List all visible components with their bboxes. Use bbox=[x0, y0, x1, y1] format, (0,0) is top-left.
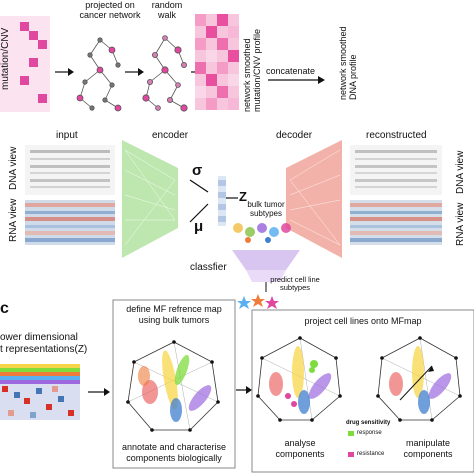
rna-view-left-label: RNA view bbox=[8, 198, 19, 242]
mutation-cnv-label: mutation/CNV bbox=[0, 27, 11, 90]
reconstructed-dna-heatmap bbox=[350, 145, 442, 195]
reference-map-panel bbox=[112, 299, 236, 469]
analyse-map bbox=[256, 336, 342, 422]
decoder-label: decoder bbox=[276, 130, 313, 141]
legend-label-response: response bbox=[357, 430, 382, 436]
sigma-symbol: σ bbox=[192, 162, 203, 179]
input-rna-heatmap bbox=[25, 200, 115, 245]
latent-representation-heatmap bbox=[0, 364, 80, 420]
dna-view-left-label: DNA view bbox=[8, 146, 19, 190]
annotate-label: annotate and characterise components bio… bbox=[121, 442, 227, 463]
dna-view-right-label: DNA view bbox=[455, 150, 466, 194]
input-dna-heatmap bbox=[25, 145, 115, 195]
legend-label-resistance: resistance bbox=[357, 451, 385, 457]
legend-title: drug sensitivity bbox=[346, 420, 391, 426]
latent-z-column bbox=[218, 176, 226, 226]
bulk-tumor-subtypes-label: bulk tumor subtypes bbox=[247, 200, 285, 218]
random-walk-label: random walk bbox=[151, 0, 183, 20]
cell-line-stars bbox=[237, 294, 279, 309]
mutation-matrix bbox=[0, 16, 50, 112]
concatenate-label: concatenate bbox=[266, 66, 316, 76]
analyse-label: analyse components bbox=[275, 438, 325, 459]
smoothed-profile-matrix bbox=[195, 14, 239, 110]
dna-profile-label: network smoothed DNA profile bbox=[338, 26, 358, 100]
arrow-to-map bbox=[88, 388, 110, 396]
legend-swatch-resistance bbox=[348, 452, 354, 457]
encoder-network bbox=[122, 140, 178, 258]
encoder-label: encoder bbox=[152, 130, 189, 141]
arrow-to-projection bbox=[236, 386, 252, 394]
predict-cell-line-label: predict cell line subtypes bbox=[270, 275, 320, 292]
mu-symbol: μ bbox=[194, 218, 204, 235]
decoder-network bbox=[286, 140, 342, 258]
project-label: project cell lines onto MFmap bbox=[304, 316, 422, 326]
legend-swatch-response bbox=[348, 431, 354, 436]
define-map-label: define MF refrence map using bulk tumors bbox=[126, 304, 222, 325]
manipulate-label: manipulate components bbox=[403, 438, 453, 459]
cancer-network-graph bbox=[76, 37, 122, 112]
latent-arrows bbox=[189, 179, 238, 223]
reconstructed-label: reconstructed bbox=[366, 130, 427, 141]
panel-c-letter: c bbox=[0, 300, 9, 317]
bulk-tumor-subtype-clusters bbox=[233, 223, 291, 243]
smoothed-profile-label: network smoothed mutation/CNV profile bbox=[242, 28, 262, 112]
projection-panel bbox=[251, 309, 474, 473]
reconstructed-rna-heatmap bbox=[350, 200, 442, 245]
random-walk-graph bbox=[142, 35, 188, 112]
z-symbol: Z bbox=[239, 189, 247, 204]
manipulate-map bbox=[376, 336, 462, 422]
concatenate-arrow bbox=[268, 76, 325, 84]
arrow-to-network bbox=[55, 68, 74, 76]
projected-on-network-label: projected on cancer network bbox=[79, 0, 141, 20]
lower-dim-label: ower dimensional t representations(Z) bbox=[0, 332, 88, 355]
rna-view-right-label: RNA view bbox=[455, 202, 466, 246]
classifier-funnel bbox=[232, 250, 300, 282]
classifier-label: classfier bbox=[190, 262, 227, 273]
input-label: input bbox=[56, 130, 78, 141]
arrow-to-random-walk bbox=[125, 68, 144, 76]
